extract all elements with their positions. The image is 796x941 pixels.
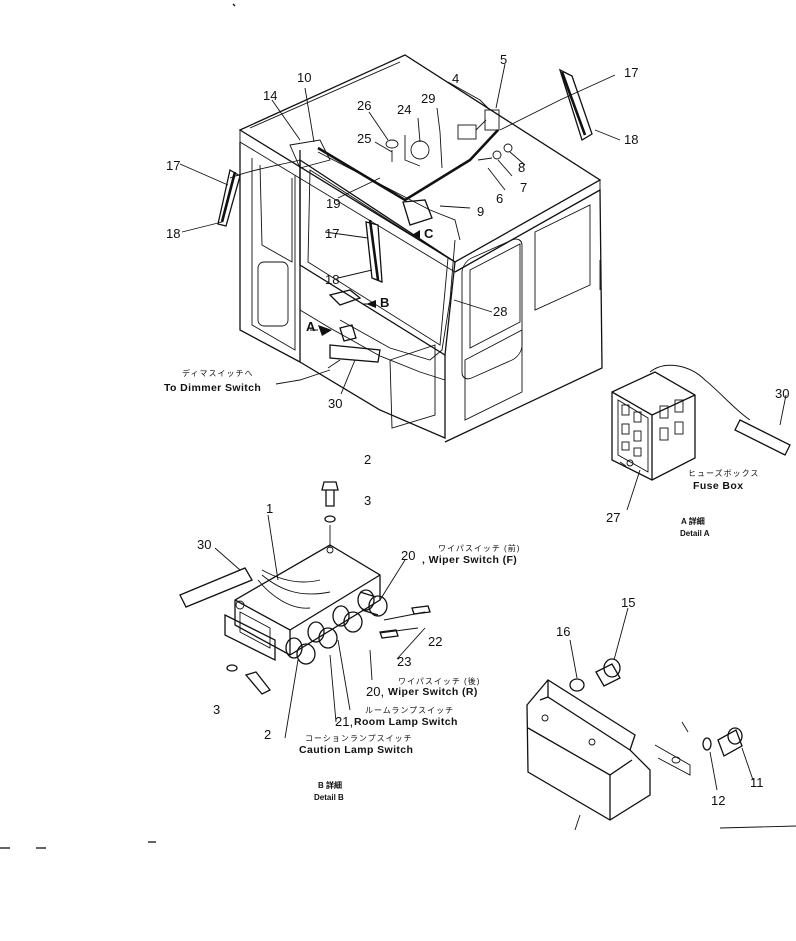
cab-right-side <box>444 188 603 443</box>
view-letter-a: A <box>306 319 316 334</box>
room-lamp-label-jp: ルームランプスイッチ <box>365 706 454 715</box>
callout-12: 12 <box>711 793 725 808</box>
callout-20-rear: 20, <box>366 684 384 699</box>
wiper-r-label-jp: ワイパスイッチ (後) <box>398 676 480 686</box>
callout-30-fuse: 30 <box>775 386 789 401</box>
callout-16: 16 <box>556 624 570 639</box>
callout-21: 21, <box>335 714 353 729</box>
wiper-switch-f <box>357 589 388 617</box>
switch-box-b <box>328 289 362 306</box>
front-wiper-blade <box>368 219 380 281</box>
callout-3-bottom: 3 <box>213 702 220 717</box>
callout-24: 24 <box>397 102 411 117</box>
callout-17-right: 17 <box>624 65 638 80</box>
detail-a-jp: A 詳細 <box>681 516 705 526</box>
detail-a-en: Detail A <box>680 529 710 538</box>
callout-20-front: 20 <box>401 548 415 563</box>
fuse-box-label-jp: ヒューズボックス <box>688 468 759 478</box>
callout-18-center: 18 <box>325 272 339 287</box>
wiper-switch-r <box>332 605 363 633</box>
wiring-harness-28 <box>339 239 456 361</box>
cab-assembly <box>229 54 603 443</box>
leader-lines <box>179 63 796 831</box>
switch-panel-detail <box>179 481 431 695</box>
callout-17-left: 17 <box>166 158 180 173</box>
dimmer-label-en: To Dimmer Switch <box>164 382 261 394</box>
callout-5: 5 <box>500 52 507 67</box>
callout-29: 29 <box>421 91 435 106</box>
callout-8: 8 <box>518 160 525 175</box>
bracket-detail <box>526 658 743 821</box>
text-labels: ディマスイッチへ To Dimmer Switch ヒューズボックス Fuse … <box>164 368 759 802</box>
left-wiper-blade <box>217 168 241 227</box>
fuse-box-label-en: Fuse Box <box>693 480 743 492</box>
callout-30-panel: 30 <box>197 537 211 552</box>
room-lamp-label-en: Room Lamp Switch <box>354 716 458 728</box>
fuse-box-detail <box>611 364 791 481</box>
caution-lamp-label-en: Caution Lamp Switch <box>299 744 413 756</box>
room-lamp-switch <box>307 621 338 649</box>
callout-14: 14 <box>263 88 277 103</box>
caution-lamp-switch <box>285 637 316 665</box>
callout-26: 26 <box>357 98 371 113</box>
callout-18-left: 18 <box>166 226 180 241</box>
callout-3-top: 3 <box>364 493 371 508</box>
detail-b-en: Detail B <box>314 793 344 802</box>
callout-6: 6 <box>496 191 503 206</box>
callout-11: 11 <box>750 775 764 790</box>
callout-15: 15 <box>621 595 635 610</box>
callout-23: 23 <box>397 654 411 669</box>
callout-1: 1 <box>266 501 273 516</box>
stray-marks <box>0 3 236 849</box>
callout-2-bottom: 2 <box>264 727 271 742</box>
wiper-f-label-en: , Wiper Switch (F) <box>422 554 517 566</box>
wiper-r-label-en: Wiper Switch (R) <box>388 686 478 698</box>
wiper-f-label-jp: ワイパスイッチ (前) <box>438 543 520 553</box>
callout-numbers: 10 14 4 5 26 24 29 25 17 18 8 7 6 9 17 1… <box>166 52 789 808</box>
callout-10: 10 <box>297 70 311 85</box>
detail-b-jp: B 詳細 <box>318 780 342 790</box>
callout-2-top: 2 <box>364 452 371 467</box>
wiring-harness-19 <box>317 129 499 202</box>
callout-17-center: 17 <box>325 226 339 241</box>
callout-7: 7 <box>520 180 527 195</box>
callout-27: 27 <box>606 510 620 525</box>
view-letters: A B C <box>306 226 434 334</box>
view-letter-b: B <box>380 295 389 310</box>
dimmer-label-jp: ディマスイッチへ <box>182 368 253 378</box>
callout-28: 28 <box>493 304 507 319</box>
view-arrows <box>310 230 420 336</box>
cab-left-side <box>239 142 301 364</box>
harness-30-b <box>179 567 253 608</box>
view-letter-c: C <box>424 226 434 241</box>
caution-lamp-label-jp: コーションランプスイッチ <box>305 734 413 743</box>
callout-4: 4 <box>452 71 459 86</box>
harness-30-a <box>734 419 791 456</box>
callout-25: 25 <box>357 131 371 146</box>
callout-30-cab: 30 <box>328 396 342 411</box>
callout-22: 22 <box>428 634 442 649</box>
callout-9: 9 <box>477 204 484 219</box>
right-wiper-blade <box>558 68 593 141</box>
callout-19: 19 <box>326 196 340 211</box>
callout-18-right: 18 <box>624 132 638 147</box>
